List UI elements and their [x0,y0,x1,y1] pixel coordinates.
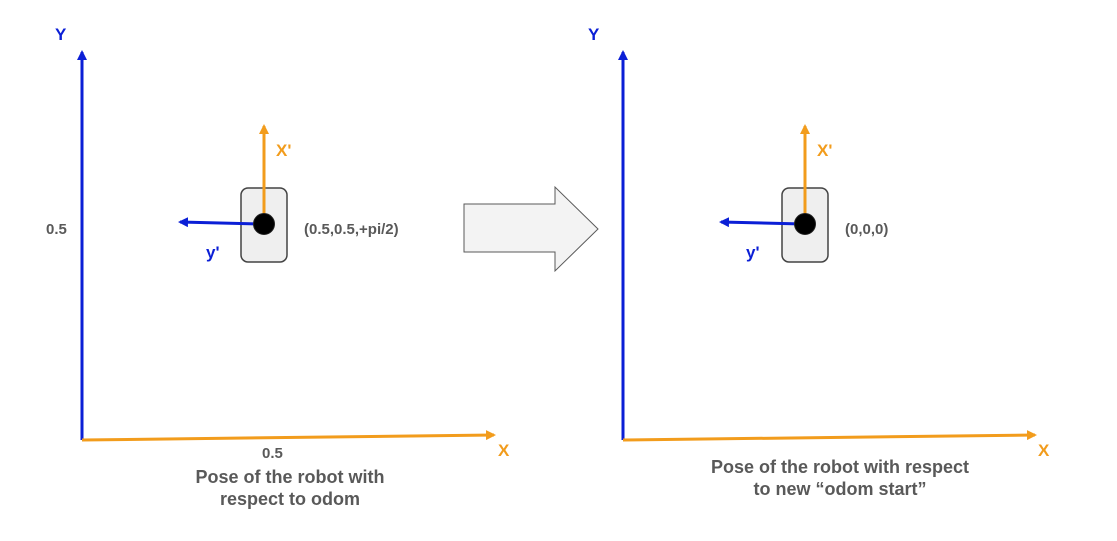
left-caption: Pose of the robot with respect to odom [195,467,385,509]
right-robot-y-label: y' [746,243,760,262]
right-frame: Y X X' y' (0,0,0) [588,25,1050,460]
transform-arrow [463,185,599,273]
left-pose-label: (0.5,0.5,+pi/2) [304,221,399,238]
left-x-tick-label: 0.5 [262,445,283,462]
left-y-tick-label: 0.5 [46,221,67,238]
right-y-axis-label: Y [588,25,600,44]
right-pose-label: (0,0,0) [845,221,888,238]
left-x-axis-label: X [498,441,510,460]
right-caption: Pose of the robot with respect to new “o… [710,457,970,499]
right-robot-center [794,213,816,235]
left-robot-y-axis [178,217,263,228]
left-robot-center [253,213,275,235]
left-frame: Y X 0.5 0.5 X' y' (0.5,0.5,+pi/2) [46,25,510,462]
left-y-axis-label: Y [55,25,67,44]
right-x-axis [622,430,1037,442]
left-x-axis [81,430,496,442]
left-robot-x-label: X' [276,141,291,160]
right-x-axis-label: X [1038,441,1050,460]
right-robot-x-label: X' [817,141,832,160]
right-robot-y-axis [719,217,804,228]
left-robot-y-label: y' [206,243,220,262]
